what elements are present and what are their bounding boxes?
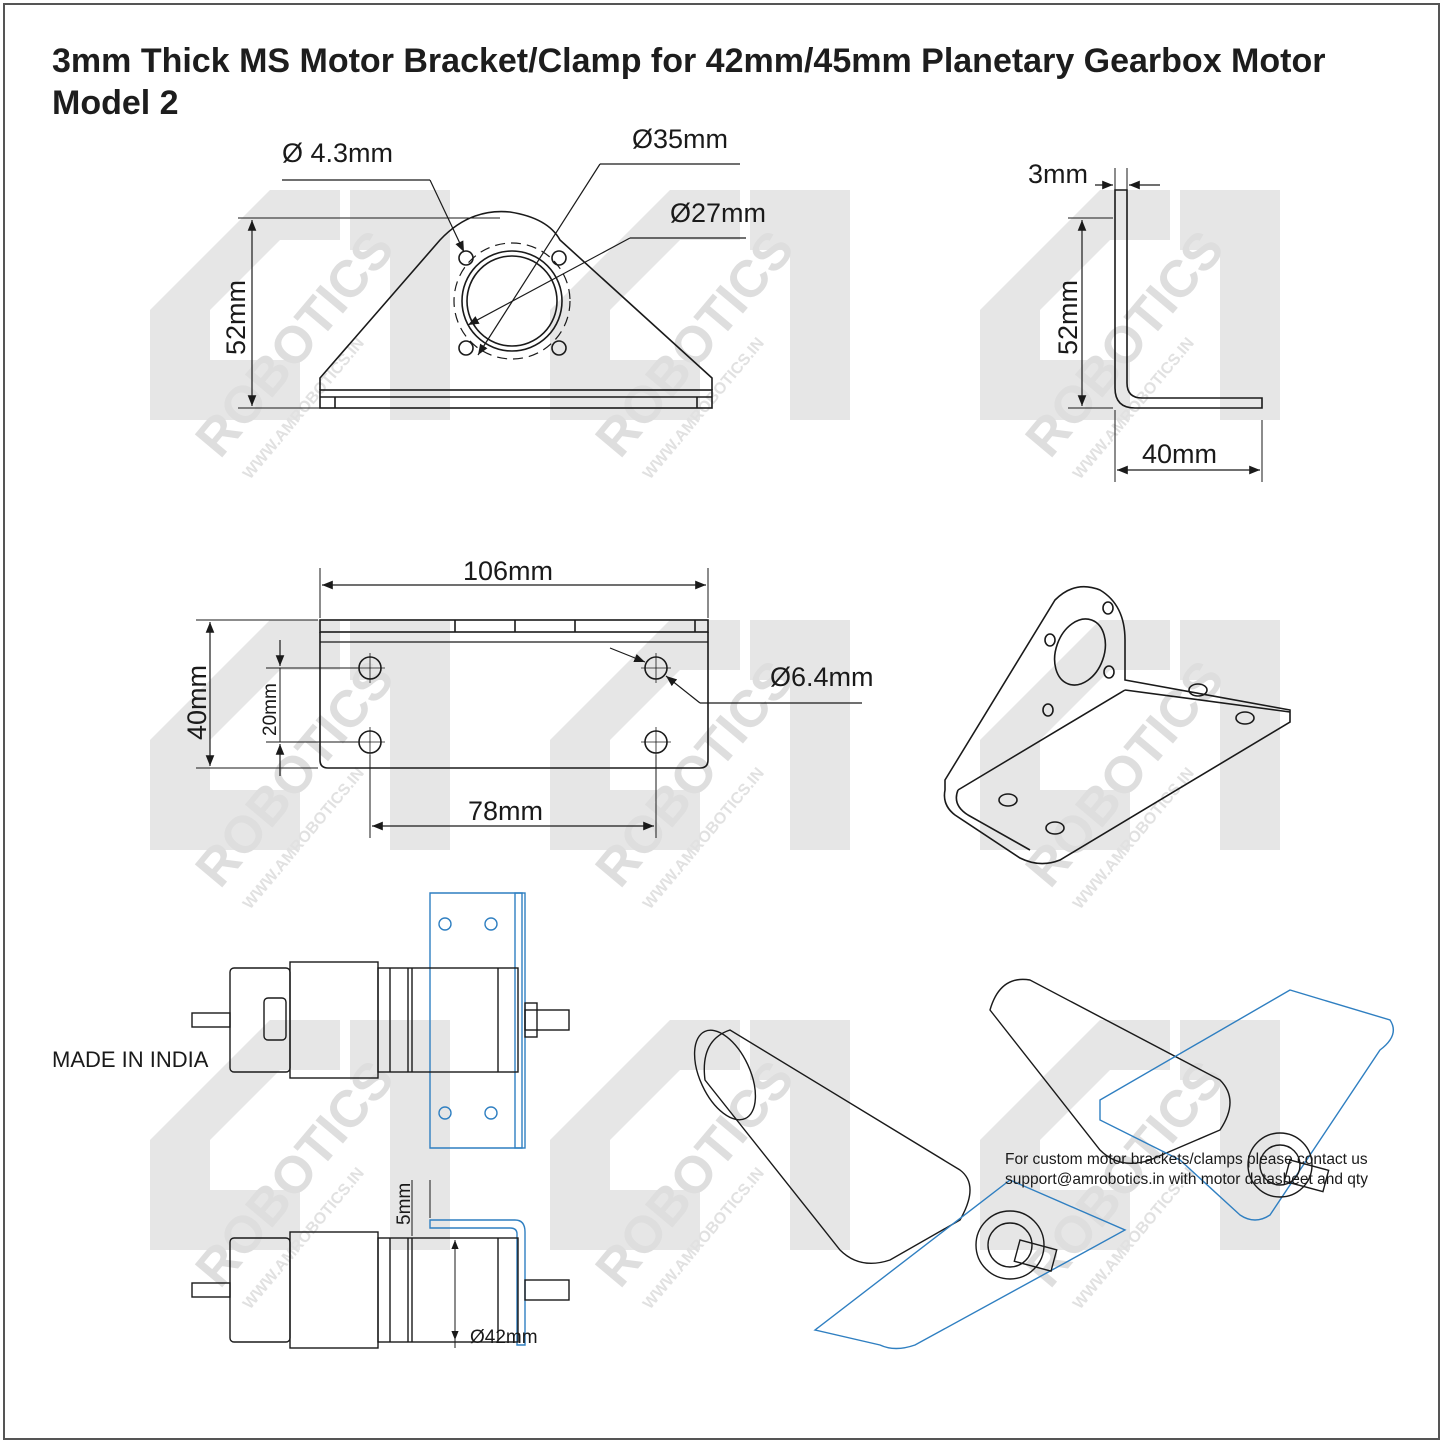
shaft-hole-27 <box>461 250 563 352</box>
dim-height-52: 52mm <box>221 280 251 355</box>
mount-hole <box>551 340 567 356</box>
iso-mount-hole <box>1042 703 1054 717</box>
iso-base-inner <box>955 789 1031 851</box>
iso-flange <box>975 1210 1045 1280</box>
leader-line <box>665 675 701 704</box>
bracket-hole-blue <box>438 917 452 931</box>
iso-mount-hole <box>1103 665 1115 679</box>
iso-motor-end <box>693 1029 757 1121</box>
leader-line <box>467 237 631 326</box>
dim-circle-27: Ø27mm <box>670 198 766 228</box>
made-in-label: MADE IN INDIA <box>52 1047 209 1072</box>
motor-vent <box>263 997 287 1041</box>
watermark-logo: ROBOTICS WWW.AMROBOTICS.IN <box>150 190 450 483</box>
leader-line <box>429 179 465 253</box>
iso-shaft-hole <box>1053 618 1107 686</box>
front-view-base <box>319 389 713 409</box>
bracket-profile-blue <box>429 1219 526 1346</box>
page-border <box>3 3 1440 1440</box>
bracket-flange-blue <box>514 892 526 1149</box>
bracket-hole-blue <box>438 1106 452 1120</box>
iso-flange-inner <box>1259 1144 1301 1186</box>
dim-motor-gap: 5mm <box>394 1183 415 1225</box>
mount-hole <box>458 340 474 356</box>
side-view <box>1068 168 1263 482</box>
motor-assembly-top <box>191 892 570 1149</box>
dim-base-40: 40mm <box>1142 439 1217 469</box>
bracket-hole-blue <box>484 1106 498 1120</box>
title-line-2: Model 2 <box>52 84 179 122</box>
iso-bracket-blue <box>1099 989 1394 1221</box>
title-line-1: 3mm Thick MS Motor Bracket/Clamp for 42m… <box>52 42 1326 80</box>
iso-bracket-blue <box>813 1179 1127 1350</box>
watermark-logo: ROBOTICS WWW.AMROBOTICS.IN <box>980 190 1280 483</box>
motor-assembly-bottom <box>191 1180 570 1349</box>
watermark-logo: ROBOTICS WWW.AMROBOTICS.IN <box>150 620 450 913</box>
watermark-logo: ROBOTICS WWW.AMROBOTICS.IN <box>550 190 850 483</box>
iso-flange-inner <box>987 1222 1033 1268</box>
mount-hole <box>551 250 567 266</box>
gearbox-body <box>377 1237 519 1343</box>
dim-side-height: 52mm <box>1053 280 1083 355</box>
iso-flange <box>1247 1132 1313 1198</box>
top-view-plate <box>319 632 709 769</box>
motor-shaft <box>524 1009 570 1031</box>
dim-motor-diameter: Ø42mm <box>470 1327 538 1348</box>
side-view-profile <box>1114 189 1263 409</box>
iso-base-hole <box>1188 683 1208 697</box>
motor-shaft <box>524 1279 570 1301</box>
motor-terminal <box>191 1012 231 1028</box>
dim-hole-spacing-20: 20mm <box>260 683 281 736</box>
dim-circle-35: Ø35mm <box>632 124 728 154</box>
isometric-bracket <box>943 585 1291 865</box>
watermark-logo: ROBOTICS WWW.AMROBOTICS.IN <box>980 620 1280 913</box>
dim-hole-small: Ø 4.3mm <box>282 138 393 168</box>
leader-line <box>477 163 601 356</box>
contact-line-2: support@amrobotics.in with motor datashe… <box>1005 1171 1368 1188</box>
iso-shaft <box>1283 1159 1330 1193</box>
dim-base-width-40: 40mm <box>182 665 212 740</box>
top-view <box>196 568 862 838</box>
top-view-flange <box>319 619 709 633</box>
iso-bend <box>957 689 1291 791</box>
iso-vertical-plate <box>943 585 1291 865</box>
contact-line-1: For custom motor brackets/clamps please … <box>1005 1151 1368 1168</box>
iso-motor-assembly-left <box>693 1029 1127 1350</box>
dim-hole-spacing-78: 78mm <box>468 796 543 826</box>
watermark-logo: ROBOTICS WWW.AMROBOTICS.IN <box>550 1020 850 1313</box>
iso-base-hole <box>1235 711 1255 725</box>
iso-shaft <box>1013 1239 1058 1272</box>
motor-terminal <box>191 1282 231 1298</box>
iso-motor-assembly-right <box>989 978 1394 1221</box>
page-title: 3mm Thick MS Motor Bracket/Clamp for 42m… <box>52 40 1325 124</box>
mount-hole <box>458 250 474 266</box>
bracket-hole-blue <box>484 917 498 931</box>
iso-motor-body <box>989 978 1231 1164</box>
leader-line <box>609 647 646 663</box>
front-view <box>238 163 746 409</box>
iso-base-hole <box>1045 821 1065 835</box>
iso-mount-hole <box>1102 601 1114 615</box>
dim-hole-diameter: Ø6.4mm <box>770 662 874 692</box>
iso-motor-body <box>703 1029 971 1264</box>
pcd-circle-35 <box>453 242 571 360</box>
dim-length-106: 106mm <box>463 556 553 586</box>
iso-base-hole <box>998 793 1018 807</box>
iso-mount-hole <box>1044 633 1056 647</box>
gearbox-body <box>377 967 519 1073</box>
shaft-hole-inner <box>466 255 558 347</box>
shaft-collar <box>524 1002 538 1038</box>
contact-note: For custom motor brackets/clamps please … <box>1005 1150 1368 1190</box>
dim-thickness: 3mm <box>1028 159 1088 189</box>
